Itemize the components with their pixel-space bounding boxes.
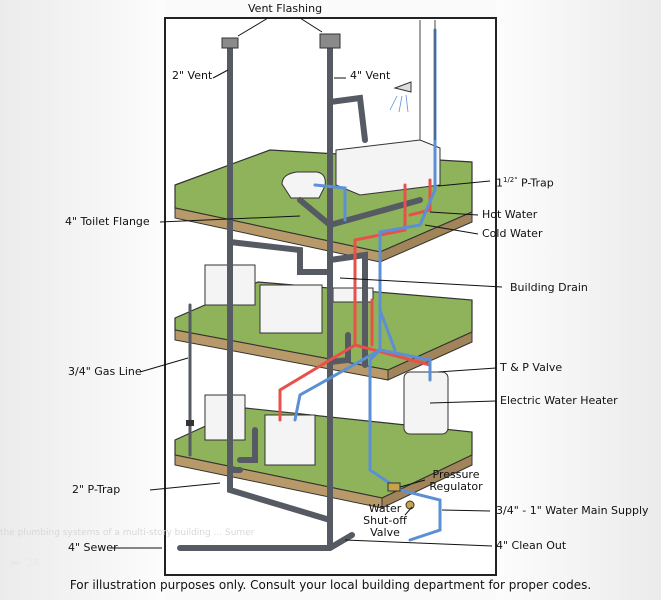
cold-water-line <box>368 28 442 542</box>
shutoff-line-2: Shut-off <box>363 514 407 527</box>
gas-valve-icon <box>186 420 194 426</box>
cabinet-middle <box>259 284 323 334</box>
share-count: 26 <box>26 558 40 569</box>
p-trap-frac: 1/2" <box>503 176 518 184</box>
vent-flashing-right <box>319 33 341 49</box>
label-electric-water-heater: Electric Water Heater <box>500 394 618 407</box>
label-gas-line: 3/4" Gas Line <box>68 365 142 378</box>
label-water-shutoff-valve: Water Shut-off Valve <box>355 503 415 539</box>
p-trap-text: P-Trap <box>517 176 554 190</box>
pressure-regulator-icon <box>387 482 401 492</box>
shutoff-line-3: Valve <box>370 526 400 539</box>
pressure-line-1: Pressure <box>432 468 480 481</box>
washer-bottom <box>204 394 246 441</box>
label-cold-water: Cold Water <box>482 227 543 240</box>
label-4in-sewer: 4" Sewer <box>68 541 118 554</box>
p-trap-whole: 1 <box>496 176 503 190</box>
shutoff-line-1: Water <box>368 502 402 515</box>
share-icon[interactable]: ➦ <box>10 556 21 571</box>
bathtub <box>335 139 441 196</box>
vent-flashing-left <box>221 37 239 49</box>
label-vent-flashing: Vent Flashing <box>248 2 323 15</box>
label-1-5-p-trap: 11/2" P-Trap <box>496 174 554 190</box>
label-pressure-regulator: Pressure Regulator <box>424 469 488 493</box>
label-4in-vent: 4" Vent <box>350 69 391 82</box>
sink-bottom <box>264 414 316 466</box>
overlay-caption: the plumbing systems of a multi-story bu… <box>0 528 255 538</box>
label-hot-water: Hot Water <box>482 208 538 221</box>
pressure-line-2: Regulator <box>429 480 483 493</box>
footer-disclaimer: For illustration purposes only. Consult … <box>69 578 592 592</box>
label-building-drain: Building Drain <box>510 281 588 294</box>
label-4in-clean-out: 4" Clean Out <box>496 539 567 552</box>
hot-water-line <box>278 183 407 422</box>
shower-head <box>393 81 412 93</box>
water-heater-body <box>403 371 449 435</box>
label-2in-p-trap: 2" P-Trap <box>72 483 121 496</box>
label-2in-vent: 2" Vent <box>172 69 213 82</box>
label-water-main-supply: 3/4" - 1" Water Main Supply <box>496 504 649 517</box>
share-control[interactable]: ➦ 26 <box>10 556 40 571</box>
label-tp-valve: T & P Valve <box>500 361 563 374</box>
label-toilet-flange: 4" Toilet Flange <box>65 215 150 228</box>
sewer-pipe <box>177 532 355 551</box>
